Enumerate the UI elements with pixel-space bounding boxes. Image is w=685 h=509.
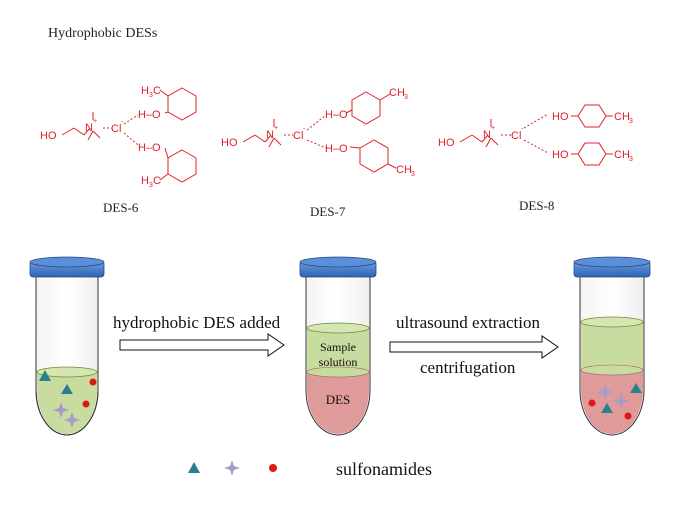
svg-text:Cl: Cl	[293, 130, 303, 142]
svg-text:+: +	[93, 118, 97, 125]
des8-text: HO N + Cl - HO HO CH 3 CH 3	[438, 111, 633, 163]
svg-text:3: 3	[629, 156, 633, 163]
svg-text:H–O: H–O	[325, 143, 348, 155]
svg-text:N: N	[483, 129, 491, 141]
svg-text:CH: CH	[614, 149, 630, 161]
des-layer-label: DES	[325, 392, 351, 407]
des8-structure	[459, 104, 613, 166]
svg-text:H–O: H–O	[138, 142, 161, 154]
svg-text:+: +	[274, 125, 278, 132]
svg-text:H–O: H–O	[325, 109, 348, 121]
svg-text:CH: CH	[396, 164, 412, 176]
svg-text:-: -	[121, 119, 124, 126]
svg-text:C: C	[153, 175, 161, 187]
triangle-particle	[61, 384, 73, 394]
svg-text:3: 3	[404, 94, 408, 101]
svg-text:3: 3	[149, 92, 153, 99]
star-particle	[613, 393, 629, 409]
star-particle	[64, 412, 80, 428]
des6-structure	[61, 87, 197, 183]
des6-label: DES-6	[103, 200, 139, 215]
dot-particle	[588, 399, 596, 407]
svg-text:3: 3	[629, 118, 633, 125]
sample-solution-label: Sample solution	[318, 340, 358, 369]
des7-structure	[242, 91, 397, 173]
figure-title: Hydrophobic DESs	[48, 26, 158, 41]
svg-text:3: 3	[149, 182, 153, 189]
svg-text:N: N	[85, 122, 93, 134]
svg-text:-: -	[303, 126, 306, 133]
triangle-particle	[39, 370, 51, 381]
arrow-2	[389, 335, 559, 359]
dot-particle	[624, 412, 632, 420]
dot-particle	[89, 378, 97, 386]
des7-label: DES-7	[310, 204, 346, 219]
tube-1	[29, 256, 105, 436]
svg-text:HO: HO	[552, 111, 569, 123]
des8-label: DES-8	[519, 198, 555, 213]
arrow-1	[119, 333, 285, 357]
svg-text:H–O: H–O	[138, 109, 161, 121]
legend-dot-icon	[269, 464, 277, 472]
legend-star-icon	[224, 460, 240, 476]
svg-text:CH: CH	[614, 111, 630, 123]
svg-text:Cl: Cl	[111, 123, 121, 135]
svg-text:Cl: Cl	[511, 130, 521, 142]
svg-text:H: H	[141, 175, 149, 187]
triangle-particle	[601, 403, 613, 413]
svg-text:-: -	[521, 126, 524, 133]
star-particle	[53, 402, 69, 418]
svg-text:CH: CH	[389, 87, 405, 99]
svg-text:H: H	[141, 85, 149, 97]
star-particle	[597, 384, 613, 400]
triangle-particle	[630, 383, 642, 393]
svg-text:C: C	[153, 85, 161, 97]
svg-text:N: N	[266, 129, 274, 141]
svg-text:HO: HO	[438, 137, 455, 149]
tube-2	[299, 256, 377, 436]
dot-particle	[82, 400, 90, 408]
legend-triangle-icon	[188, 462, 200, 473]
des7-text: HO N + Cl - H–O H–O CH 3 CH 3	[221, 87, 415, 178]
legend	[188, 460, 277, 476]
svg-text:3: 3	[411, 171, 415, 178]
step2-label-bottom: centrifugation	[420, 358, 516, 377]
svg-text:HO: HO	[40, 130, 57, 142]
step1-label: hydrophobic DES added	[113, 313, 281, 332]
legend-label: sulfonamides	[336, 459, 432, 479]
svg-text:HO: HO	[552, 149, 569, 161]
tube-3	[573, 256, 651, 436]
svg-text:HO: HO	[221, 137, 238, 149]
svg-text:+: +	[491, 125, 495, 132]
des6-text: HO N + Cl - H–O H–O H 3 C H 3 C	[40, 85, 161, 189]
step2-label-top: ultrasound extraction	[396, 313, 540, 332]
